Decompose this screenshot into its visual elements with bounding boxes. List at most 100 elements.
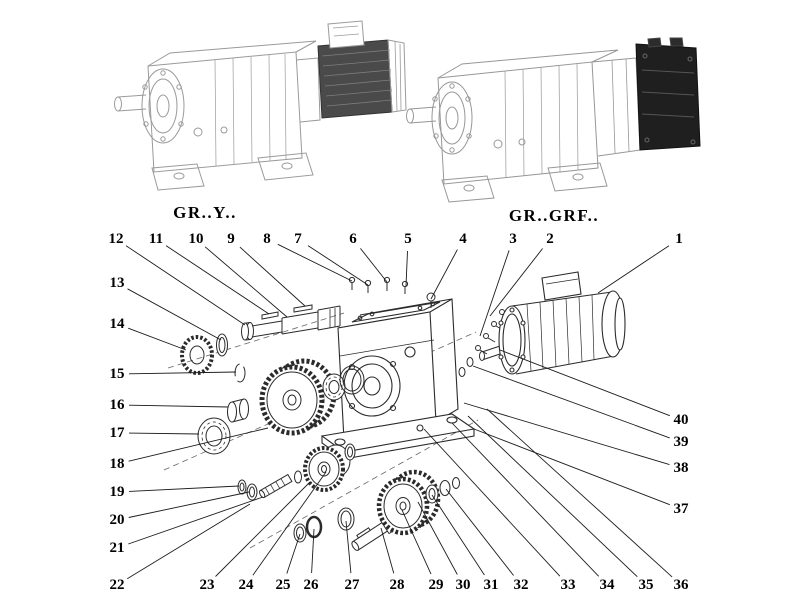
leader-line-39 bbox=[472, 365, 670, 439]
leader-line-20 bbox=[128, 491, 250, 518]
callout-29: 29 bbox=[429, 577, 444, 593]
leader-line-4 bbox=[430, 249, 458, 300]
leader-line-25 bbox=[286, 533, 301, 574]
drain-plug bbox=[416, 424, 424, 432]
splined-pinion-shaft bbox=[258, 473, 293, 499]
callout-10: 10 bbox=[189, 231, 204, 247]
callout-17: 17 bbox=[110, 425, 126, 441]
leader-line-17 bbox=[128, 432, 200, 435]
callout-21: 21 bbox=[110, 540, 125, 556]
callout-2: 2 bbox=[546, 231, 554, 247]
leader-line-27 bbox=[345, 520, 352, 574]
leader-line-9 bbox=[239, 246, 306, 307]
terminal-box bbox=[327, 20, 365, 49]
leader-line-12 bbox=[125, 245, 246, 326]
callout-3: 3 bbox=[509, 231, 517, 247]
motor-mount-bolts bbox=[458, 309, 512, 377]
callout-18: 18 bbox=[110, 456, 125, 472]
leader-line-30 bbox=[417, 501, 458, 575]
leader-line-13 bbox=[127, 288, 222, 341]
leader-line-1 bbox=[597, 245, 670, 294]
bolt bbox=[483, 333, 489, 339]
callout-25: 25 bbox=[276, 577, 291, 593]
leader-line-6 bbox=[360, 248, 388, 283]
callout-36: 36 bbox=[674, 577, 690, 593]
fan-cover bbox=[387, 39, 407, 113]
output-shaft-assembly bbox=[293, 469, 460, 551]
leader-line-33 bbox=[423, 428, 561, 577]
callout-7: 7 bbox=[294, 231, 302, 247]
callout-4: 4 bbox=[459, 231, 467, 247]
leader-line-32 bbox=[445, 488, 514, 576]
spacer-sleeve bbox=[227, 401, 237, 423]
washer bbox=[466, 357, 474, 367]
shaft-section bbox=[251, 320, 283, 338]
leader-line-14 bbox=[128, 327, 187, 351]
leader-line-40 bbox=[499, 349, 670, 417]
leader-line-15 bbox=[128, 371, 237, 375]
machine-left-illustration bbox=[114, 20, 407, 191]
callout-26: 26 bbox=[304, 577, 320, 593]
leader-line-8 bbox=[277, 243, 353, 282]
key bbox=[261, 311, 279, 320]
callout-22: 22 bbox=[110, 577, 125, 593]
washer bbox=[458, 367, 466, 377]
callout-32: 32 bbox=[514, 577, 529, 593]
pinion-teeth bbox=[329, 308, 336, 328]
leader-line-3 bbox=[479, 250, 510, 337]
bolt bbox=[491, 321, 497, 327]
callout-14: 14 bbox=[110, 316, 126, 332]
callout-27: 27 bbox=[345, 577, 361, 593]
leader-line-31 bbox=[431, 494, 485, 576]
callout-28: 28 bbox=[390, 577, 405, 593]
exploded-view bbox=[163, 271, 626, 551]
callout-33: 33 bbox=[561, 577, 576, 593]
intermediate-shaft-parts bbox=[237, 443, 356, 501]
leader-lines bbox=[125, 243, 673, 580]
callout-30: 30 bbox=[456, 577, 471, 593]
machine-right-illustration bbox=[406, 37, 701, 203]
leader-line-29 bbox=[401, 509, 432, 575]
model-label-left: GR..Y.. bbox=[173, 203, 237, 222]
leader-line-36 bbox=[486, 408, 673, 578]
mounting-foot bbox=[257, 152, 314, 181]
callout-38: 38 bbox=[674, 460, 689, 476]
mounting-foot bbox=[547, 162, 608, 192]
leader-line-19 bbox=[128, 485, 240, 492]
leader-line-18 bbox=[128, 427, 269, 462]
leader-line-23 bbox=[215, 481, 311, 577]
leader-line-34 bbox=[451, 422, 600, 577]
bearing-small-and-ring bbox=[322, 365, 365, 401]
key bbox=[356, 527, 371, 539]
leader-line-28 bbox=[380, 527, 395, 574]
callout-23: 23 bbox=[200, 577, 215, 593]
callout-13: 13 bbox=[110, 275, 125, 291]
key bbox=[293, 304, 313, 313]
leader-line-38 bbox=[463, 402, 670, 466]
callout-16: 16 bbox=[110, 397, 126, 413]
callout-39: 39 bbox=[674, 434, 689, 450]
callout-6: 6 bbox=[349, 231, 357, 247]
leader-line-37 bbox=[473, 428, 670, 506]
leader-line-5 bbox=[405, 250, 408, 287]
callout-34: 34 bbox=[600, 577, 616, 593]
callout-15: 15 bbox=[110, 366, 125, 382]
mounting-foot bbox=[441, 175, 495, 203]
output-shaft-stub bbox=[409, 106, 437, 124]
callout-5: 5 bbox=[404, 231, 412, 247]
circlip bbox=[234, 363, 246, 383]
callout-35: 35 bbox=[639, 577, 654, 593]
washer bbox=[439, 480, 451, 496]
gear-large bbox=[259, 358, 337, 436]
housing-top-screws bbox=[348, 276, 436, 308]
terminal-box bbox=[541, 271, 582, 301]
callout-31: 31 bbox=[484, 577, 499, 593]
callout-20: 20 bbox=[110, 512, 125, 528]
coupling-stub bbox=[481, 345, 501, 361]
cooling-fins bbox=[526, 294, 595, 372]
leader-line-24 bbox=[252, 471, 327, 576]
output-shaft-stub bbox=[117, 94, 147, 112]
callout-37: 37 bbox=[674, 501, 690, 517]
